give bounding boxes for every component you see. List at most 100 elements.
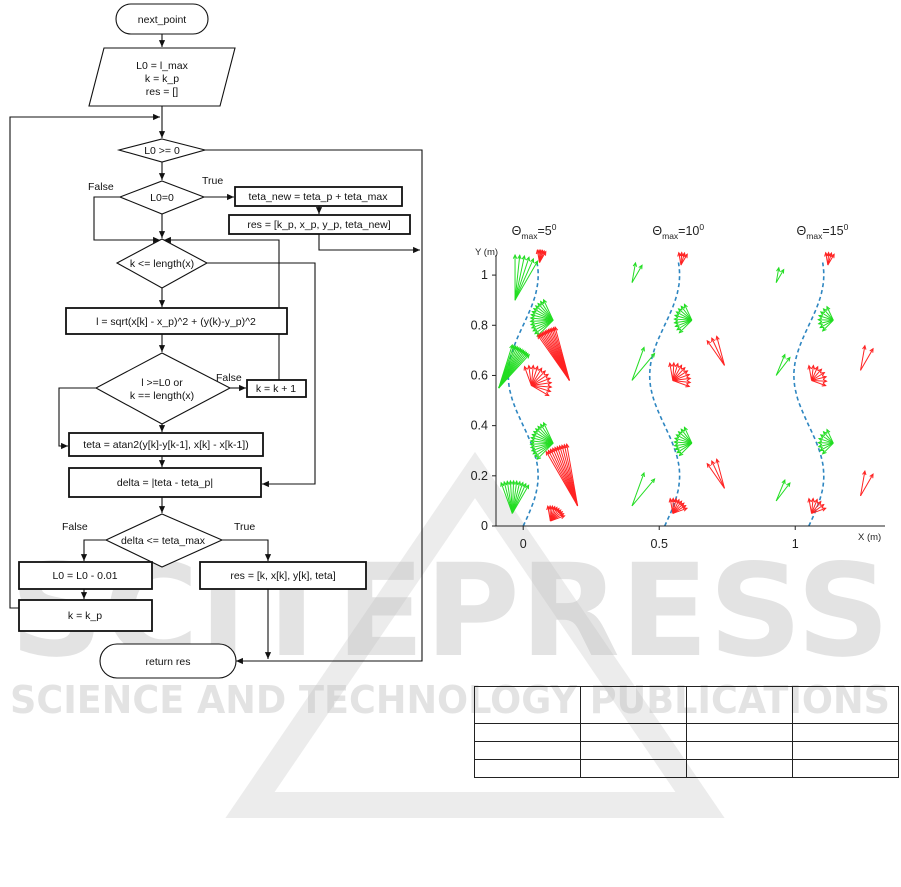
arrow-head [671, 361, 676, 367]
direction-arrow [532, 434, 554, 444]
arrow-head [517, 254, 522, 260]
direction-arrow [676, 442, 693, 454]
arrow-head [516, 347, 522, 353]
arrow-head [527, 364, 532, 370]
res-assign-box [199, 561, 367, 590]
arrow-head [521, 350, 526, 356]
direction-arrow [514, 257, 530, 301]
arrow-head [677, 251, 682, 257]
direction-arrow [825, 252, 829, 266]
direction-arrow [811, 504, 825, 514]
direction-arrow [775, 482, 791, 502]
arrow-head [817, 314, 824, 319]
direction-arrow [675, 319, 693, 327]
arrow-head [821, 507, 827, 512]
direction-arrow [674, 441, 692, 444]
direction-arrow [775, 354, 786, 376]
direction-arrow [775, 267, 780, 283]
direction-arrow [530, 368, 543, 386]
calc-delta-box [68, 467, 262, 498]
table-cell [792, 686, 899, 724]
arrow-head [680, 428, 686, 434]
arrow-head [674, 446, 680, 451]
edge-cond4-teta [58, 387, 96, 450]
arrow-head [673, 320, 679, 325]
arrow-head [550, 327, 555, 333]
direction-arrow [811, 365, 814, 381]
direction-arrow [631, 478, 655, 507]
direction-arrow [631, 347, 645, 381]
panel-title: Θmax=50 [512, 222, 557, 241]
direction-arrow [631, 472, 645, 507]
table-cell [474, 741, 581, 760]
direction-arrow [531, 373, 549, 386]
direction-arrow [819, 319, 834, 329]
direction-arrow [860, 473, 874, 497]
direction-arrow [531, 385, 549, 396]
table-cell [580, 741, 687, 760]
arrow-head [683, 303, 688, 309]
arrow-head [862, 470, 867, 476]
arrow-head [673, 437, 680, 442]
direction-arrow [631, 353, 655, 381]
arrow-head [640, 346, 645, 352]
res-assign-label: res = [k, x[k], y[k], teta] [230, 570, 335, 582]
direction-arrow [543, 299, 554, 321]
arrow-head [711, 337, 716, 343]
arrow-head [869, 473, 874, 479]
direction-arrow [811, 366, 819, 381]
arrow-head [673, 317, 679, 322]
arrow-head [686, 379, 692, 385]
arrow-head [683, 370, 689, 375]
arrow-head [826, 305, 831, 311]
direction-arrow [826, 306, 834, 321]
arrow-head [544, 391, 550, 397]
arrow-head [535, 249, 541, 255]
arrow-head [543, 421, 547, 427]
edge-cond5-false [80, 539, 106, 561]
arrow-head [680, 366, 686, 372]
arrow-head [544, 373, 550, 379]
direction-arrow [672, 362, 675, 381]
arrow-head [810, 497, 815, 503]
direction-arrow [775, 479, 786, 502]
arrow-head [532, 430, 538, 436]
direction-arrow [674, 437, 692, 444]
cond-l0-zero-label: L0=0 [150, 192, 174, 204]
arrow-head [522, 351, 528, 357]
arrow-head [680, 305, 686, 311]
arrow-head [817, 443, 823, 449]
arrow-head [532, 327, 538, 332]
direction-arrow [537, 334, 570, 381]
arrow-head [530, 436, 536, 441]
direction-arrow [826, 429, 834, 444]
arrow-head [640, 471, 645, 477]
calc-l-label: l = sqrt(x[k] - x_p)^2 + (y(k)-y_p)^2 [96, 316, 256, 328]
table-cell [580, 723, 687, 742]
arrow-head [536, 455, 542, 460]
cond-l0-nonneg-diamond [116, 138, 208, 163]
init-parallelogram [88, 47, 236, 107]
arrow-head [678, 364, 683, 370]
direction-arrow [711, 337, 725, 366]
arrow-head [547, 328, 552, 334]
arrow-head [675, 434, 681, 439]
arrow-head [534, 329, 540, 335]
direction-arrow [818, 315, 834, 321]
direction-arrow [514, 260, 539, 301]
arrow-head [525, 256, 531, 262]
arrow-head [673, 443, 679, 448]
arrow-head [650, 478, 656, 484]
direction-arrow [811, 499, 818, 514]
direction-arrow [532, 442, 554, 455]
direction-arrow [679, 442, 693, 456]
edge-cond3-delta [207, 262, 316, 488]
arrow-head [523, 365, 528, 371]
arrow-head [530, 447, 536, 452]
direction-arrow [811, 380, 826, 387]
direction-arrow [535, 305, 554, 321]
table-row [474, 759, 899, 778]
arrow-head [706, 339, 711, 345]
direction-arrow [818, 438, 834, 444]
